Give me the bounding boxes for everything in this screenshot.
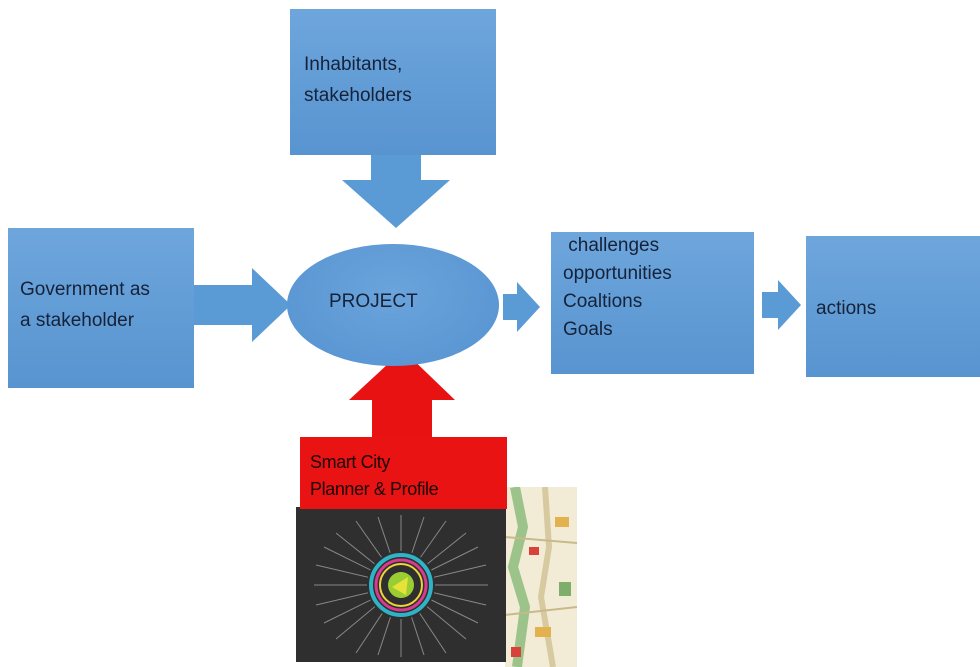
arrow-project-to-challenges (503, 282, 540, 332)
radial-logo-icon (314, 515, 488, 657)
government-box: Government as a stakeholder (8, 228, 194, 388)
government-line-1: Government as (20, 279, 150, 300)
arrow-challenges-to-actions (762, 280, 801, 330)
map-graphic (505, 487, 577, 667)
challenges-line-3: Coaltions (563, 291, 643, 312)
actions-label: actions (816, 298, 877, 319)
arrow-inhabitants-to-project (342, 155, 450, 228)
smart-city-line-1: Smart City (310, 452, 391, 472)
smart-city-box: Smart City Planner & Profile (300, 437, 507, 509)
challenges-line-4: Goals (563, 319, 613, 340)
actions-box: actions (806, 236, 980, 377)
project-ellipse: PROJECT (287, 244, 499, 366)
challenges-line-2: opportunities (563, 263, 672, 284)
smart-city-photo (296, 507, 506, 662)
challenges-box: challenges opportunities Coaltions Goals (551, 232, 754, 374)
inhabitants-line-2: stakeholders (304, 85, 412, 106)
inhabitants-box: Inhabitants, stakeholders (290, 9, 496, 155)
arrow-government-to-project (194, 268, 291, 342)
government-line-2: a stakeholder (20, 310, 135, 331)
map-thumbnail (505, 487, 577, 667)
challenges-line-1: challenges (563, 235, 660, 256)
arrow-smartcity-to-project (349, 350, 455, 437)
inhabitants-line-1: Inhabitants, (304, 54, 403, 75)
smart-city-line-2: Planner & Profile (310, 479, 439, 499)
project-label: PROJECT (329, 291, 418, 312)
